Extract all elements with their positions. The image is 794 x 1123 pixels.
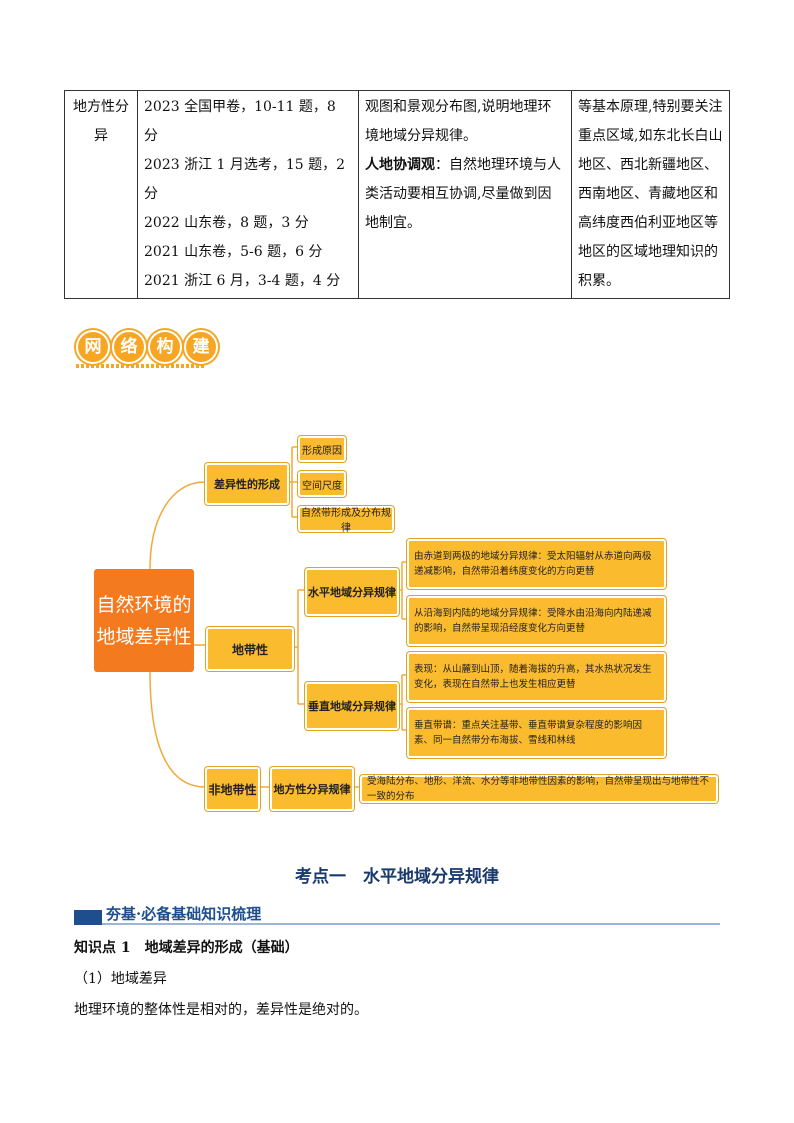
subheading-block <box>74 910 102 925</box>
subheading-bar: 夯基·必备基础知识梳理 <box>74 903 720 925</box>
node-local: 地方性分异规律 <box>270 767 354 811</box>
leaf-vertical-spectrum: 垂直带谱：重点关注基带、垂直带谱复杂程度的影响因素、同一自然带分布海拔、雪线和林… <box>407 708 666 758</box>
exam-item: 2022 山东卷，8 题，3 分 <box>144 215 309 231</box>
knowledge-point-title: 知识点 1 地域差异的形成（基础） <box>74 940 299 956</box>
mindmap-root: 自然环境的地域差异性 <box>94 569 194 672</box>
banner-underline <box>76 364 206 368</box>
section-banner: 网 络 构 建 <box>76 326 226 368</box>
connector-root-formation <box>149 481 206 570</box>
table-cell-literacy: 观图和景观分布图,说明地理环 境地域分异规律。 人地协调观：自然地理环境与人类活… <box>358 90 572 299</box>
leaf-zone-distribution: 自然带形成及分布规律 <box>298 506 394 534</box>
table-cell-exams: 2023 全国甲卷，10-11 题，8 分 2023 浙江 1 月选考，15 题… <box>137 90 359 299</box>
knowledge-text: 地理环境的整体性是相对的，差异性是绝对的。 <box>74 1002 368 1018</box>
node-nonzonal: 非地带性 <box>205 767 260 811</box>
node-formation: 差异性的形成 <box>205 463 289 505</box>
node-horizontal: 水平地域分异规律 <box>305 568 399 616</box>
category-line: 地方性分 <box>73 99 129 115</box>
leaf-formation-cause: 形成原因 <box>298 436 346 462</box>
category-line: 异 <box>94 128 108 144</box>
table-row: 地方性分 异 2023 全国甲卷，10-11 题，8 分 2023 浙江 1 月… <box>64 90 730 299</box>
banner-char: 构 <box>148 330 182 364</box>
table-cell-category: 地方性分 异 <box>64 90 138 299</box>
literacy-para: 人地协调观：自然地理环境与人类活动要相互协调,尽量做到因地制宜。 <box>365 151 565 238</box>
leaf-spatial-scale: 空间尺度 <box>298 471 346 497</box>
leaf-vertical-manifest: 表现：从山麓到山顶，随着海拔的升高，其水热状况发生变化，表现在自然带上也发生相应… <box>407 652 666 702</box>
exam-item: 2023 浙江 1 月选考，15 题，2 分 <box>144 157 346 202</box>
knowledge-item: （1）地域差异 <box>74 971 167 987</box>
exam-item: 2021 山东卷，5-6 题，6 分 <box>144 244 323 260</box>
literacy-keyword: 人地协调观 <box>365 157 435 173</box>
node-vertical: 垂直地域分异规律 <box>305 682 399 730</box>
leaf-local: 受海陆分布、地形、洋流、水分等非地带性因素的影响，自然带呈现出与地带性不一致的分… <box>360 775 718 803</box>
connector-root-nonzonal <box>149 671 206 788</box>
banner-char: 络 <box>112 330 146 364</box>
node-zonal: 地带性 <box>206 627 294 671</box>
banner-char: 网 <box>76 330 110 364</box>
literacy-line: 观图和景观分布图,说明地理环 <box>365 99 552 115</box>
exam-item: 2021 浙江 6 月，3-4 题，4 分 <box>144 273 341 289</box>
table-cell-strategy: 等基本原理,特别要关注重点区域,如东北长白山地区、西北新疆地区、西南地区、青藏地… <box>571 90 730 299</box>
section-heading: 考点一 水平地域分异规律 <box>295 867 499 887</box>
exam-item: 2023 全国甲卷，10-11 题，8 分 <box>144 99 336 144</box>
subheading-text: 夯基·必备基础知识梳理 <box>106 905 262 923</box>
subheading-rule <box>102 923 720 925</box>
banner-char: 建 <box>184 330 218 364</box>
leaf-horizontal-longitude: 从沿海到内陆的地域分异规律：受降水由沿海向内陆递减的影响，自然带呈现沿经度变化方… <box>407 596 666 646</box>
literacy-text: ：自然地理环境与人类活动要相互协调,尽量做到因地制宜。 <box>365 157 561 231</box>
leaf-horizontal-latitude: 由赤道到两极的地域分异规律：受太阳辐射从赤道向两极递减影响，自然带沿着纬度变化的… <box>407 539 666 589</box>
literacy-line: 境地域分异规律。 <box>365 128 477 144</box>
exam-table: 地方性分 异 2023 全国甲卷，10-11 题，8 分 2023 浙江 1 月… <box>64 90 730 299</box>
